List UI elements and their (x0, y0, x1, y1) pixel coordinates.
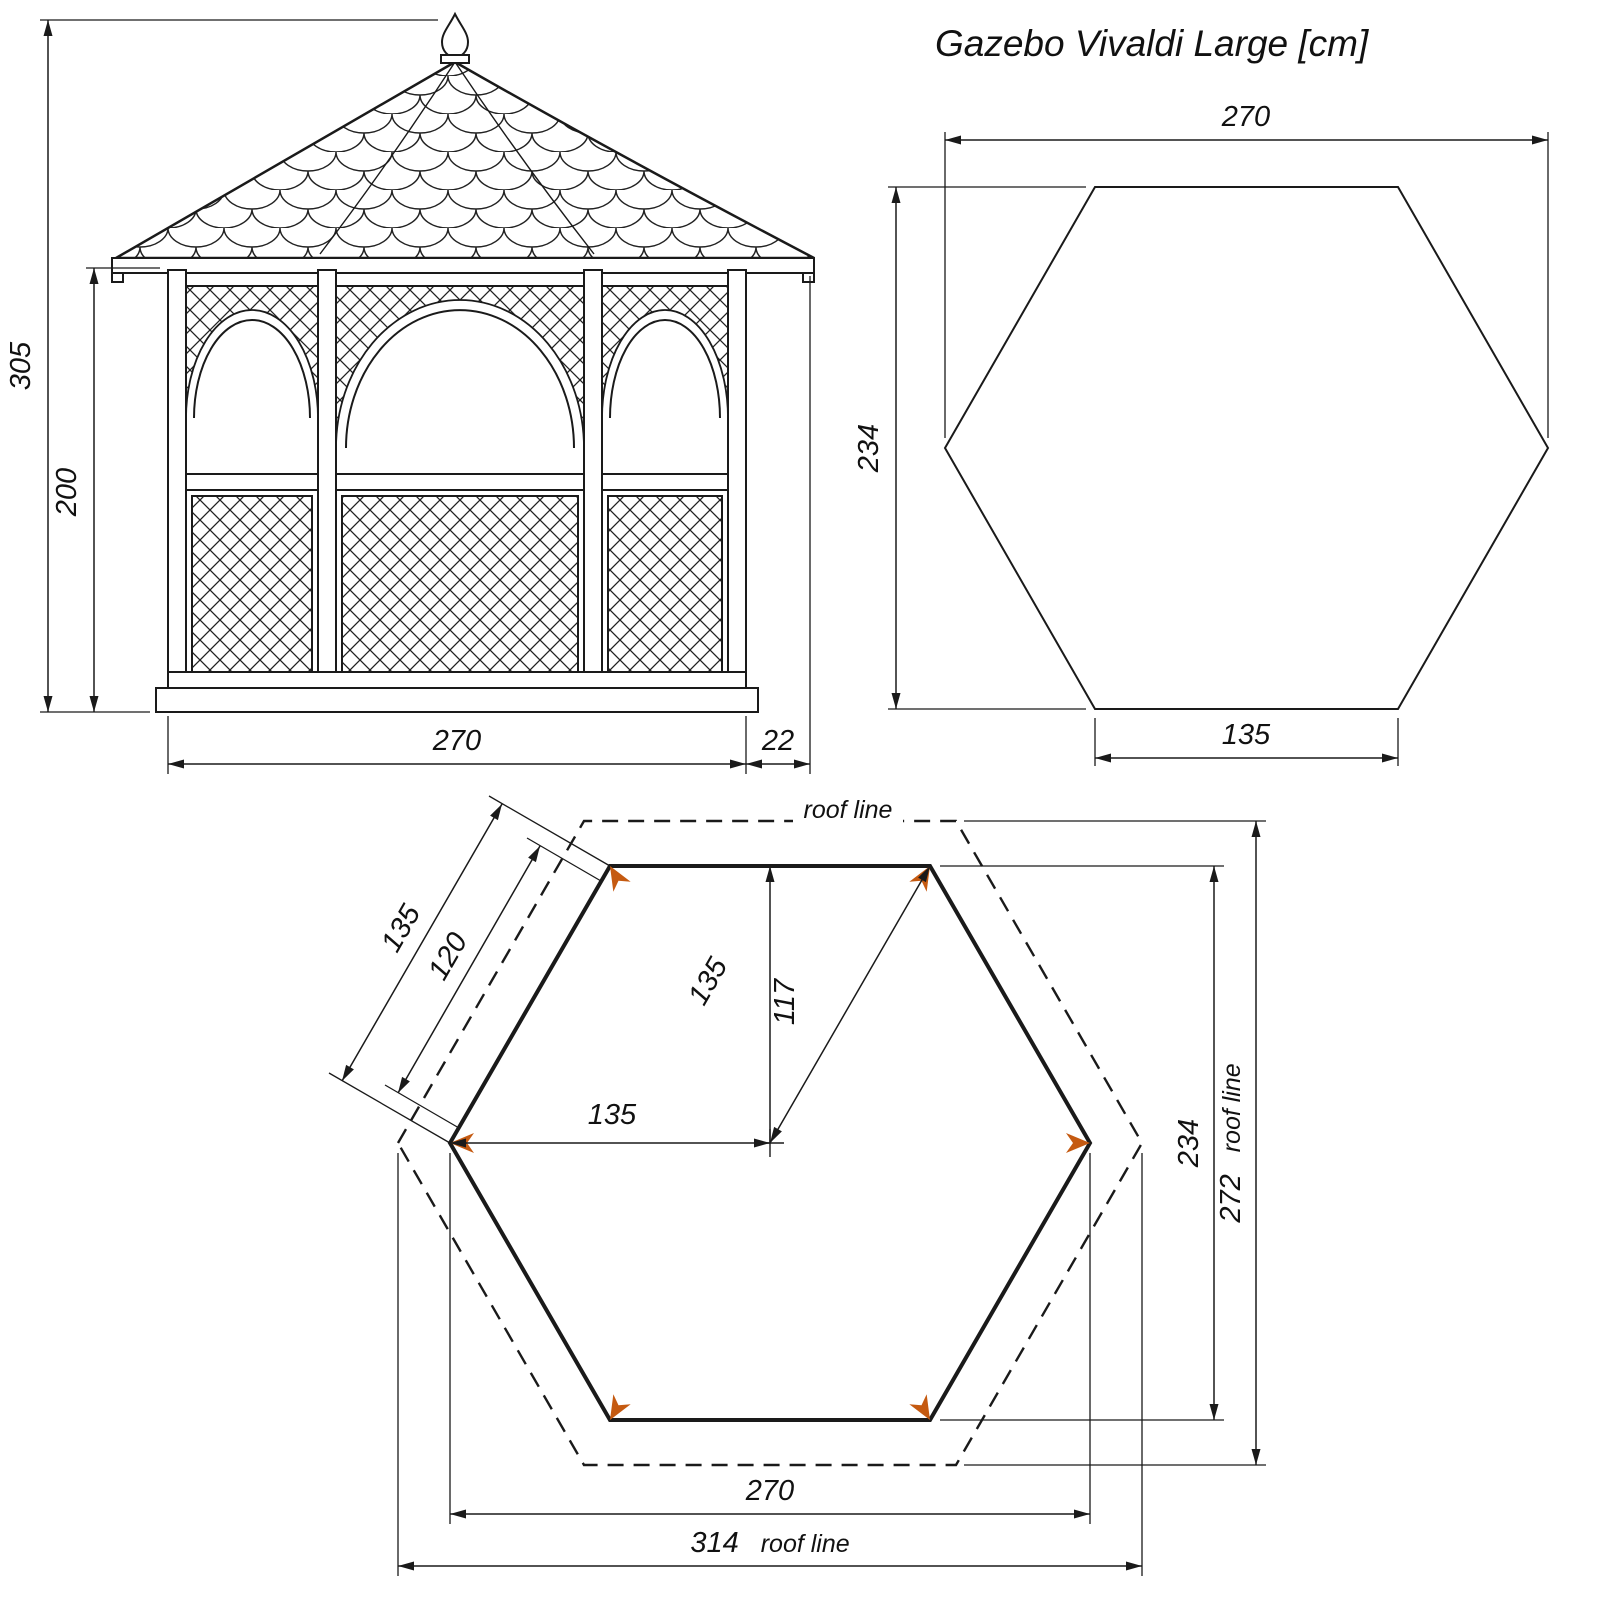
arch-inner-center (345, 309, 575, 449)
post (727, 269, 747, 689)
dim-wall-height: 200 (51, 267, 160, 712)
elevation-view: 305 200 270 22 (5, 11, 815, 774)
post-marker (610, 1394, 631, 1420)
roof-line-hexagon (396, 819, 1144, 1467)
arch-spandrel-left (185, 285, 319, 419)
dim-wall-height-label: 200 (51, 468, 83, 517)
dim-roof-height-label: 272 roof line (1215, 1063, 1247, 1223)
dim-plan-height: 234 (940, 865, 1224, 1421)
hexagon-outline (943, 186, 1550, 710)
arch-inner-left (193, 319, 311, 419)
top-rail (167, 272, 747, 287)
post-marker (610, 866, 631, 892)
dim-apothem-label: 117 (769, 977, 801, 1025)
dim-plan-width-label: 270 (745, 1475, 794, 1507)
hexagon-plan-view: 270 234 135 (853, 101, 1550, 766)
dim-roof-overhang-label: 22 (761, 725, 794, 757)
mid-rail (335, 473, 585, 491)
dim-roof-width: 314 roof line (397, 1153, 1143, 1576)
finial (440, 11, 470, 59)
roof-hip-left (319, 61, 456, 255)
drawing-title: Gazebo Vivaldi Large [cm] (935, 23, 1369, 64)
post-marker (1066, 1133, 1090, 1153)
dim-roof-height-value: 272 (1215, 1174, 1247, 1223)
dim-elevation-width-label: 270 (432, 725, 481, 757)
floor-plan-view: roof line 135 120 135 (328, 795, 1266, 1576)
dim-hex-side: 135 (1094, 718, 1399, 766)
eave-corbel-right (802, 272, 815, 283)
dim-hex-side-label: 135 (1222, 719, 1271, 751)
mid-rail (601, 473, 729, 491)
roof-line-label-bottom: roof line (761, 1530, 850, 1558)
post (317, 269, 337, 689)
dim-roof-width-label: 314 roof line (690, 1527, 849, 1559)
eave-corbel-left (111, 272, 124, 283)
dim-hex-height-label: 234 (853, 424, 885, 473)
dim-plan-height-label: 234 (1173, 1119, 1205, 1168)
dim-apothem: 117 (765, 866, 801, 1143)
dim-roof-height: 272 roof line (964, 820, 1266, 1466)
roof-fascia (111, 257, 815, 274)
dim-hex-height: 234 (853, 186, 1086, 710)
dim-hex-width: 270 (944, 101, 1549, 438)
roof-line-label-top: roof line (804, 796, 893, 824)
roof-shingles (111, 60, 815, 260)
finial-base (440, 54, 470, 64)
roof-hip-right (454, 61, 595, 255)
arch-inner-right (609, 319, 721, 419)
lattice-panel (191, 495, 313, 673)
dim-radius-horizontal: 135 (450, 1099, 770, 1148)
dim-side-label: 135 (375, 899, 427, 958)
post (583, 269, 603, 689)
post (167, 269, 187, 689)
dim-hex-width-label: 270 (1221, 101, 1270, 133)
dim-roof-width-value: 314 (690, 1527, 738, 1559)
lattice-panel (607, 495, 723, 673)
roof-line-label-right: roof line (1218, 1063, 1246, 1152)
post-marker (909, 1394, 930, 1420)
dim-plan-width: 270 (449, 1153, 1091, 1524)
mid-rail (185, 473, 319, 491)
arch-spandrel-center (335, 285, 585, 449)
dim-radius-horizontal-label: 135 (588, 1099, 637, 1131)
dim-elevation-width: 270 22 (167, 276, 811, 774)
lattice-panel (341, 495, 579, 673)
bottom-rail (167, 671, 747, 689)
base-plinth (155, 687, 759, 713)
dim-total-height-label: 305 (5, 341, 37, 390)
roof-line-label-bg (793, 796, 903, 826)
dim-panel-label: 120 (422, 928, 474, 986)
dim-total-height: 305 (5, 19, 438, 713)
arch-spandrel-right (601, 285, 729, 419)
